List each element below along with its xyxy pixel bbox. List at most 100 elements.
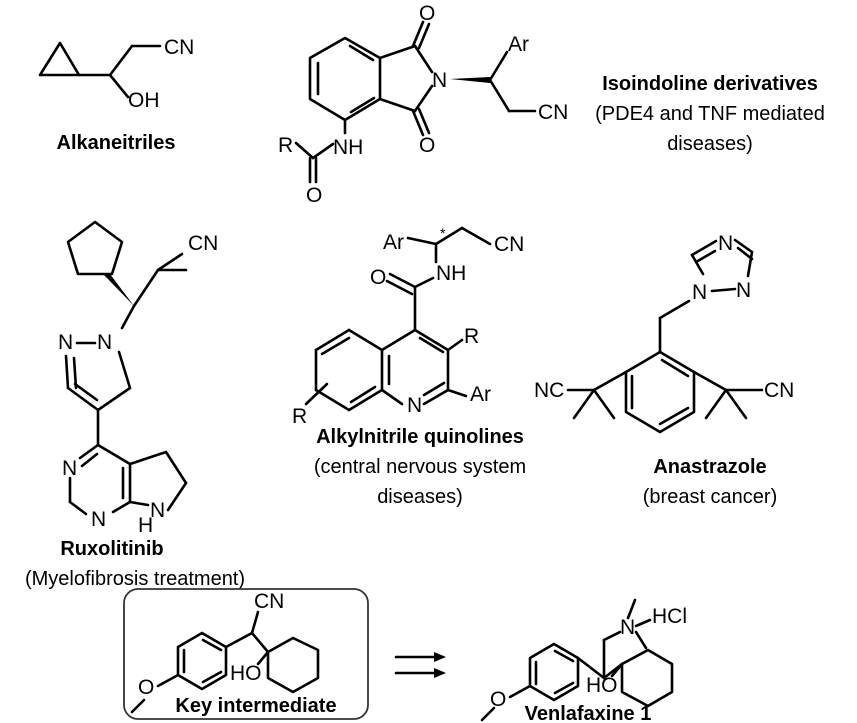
bond <box>166 481 188 512</box>
bond <box>592 388 616 420</box>
atom-label-r: R <box>292 405 307 428</box>
carbonyl-bond <box>417 22 431 50</box>
stereocenter-marker: * <box>440 225 446 241</box>
isoindoline-subtitle-2: diseases) <box>667 133 753 155</box>
methyl-bond <box>634 630 648 650</box>
atom-label-cn: CN <box>764 379 794 402</box>
bond <box>378 97 417 113</box>
ruxolitinib-structure: CN N N N N N H <box>58 220 218 537</box>
bond <box>130 698 146 714</box>
atom-label-n: N <box>620 616 635 639</box>
atom-label-n: N <box>58 331 73 354</box>
atom-label-ar: Ar <box>383 231 404 254</box>
atom-label-n: N <box>407 394 422 417</box>
bond <box>380 388 404 406</box>
atom-label-cn: CN <box>254 590 284 613</box>
bond <box>64 354 70 390</box>
bond <box>68 500 88 516</box>
anastrazole-structure: N N N CN NC <box>534 232 794 434</box>
atom-label-o: O <box>138 676 154 699</box>
double-bond <box>201 670 223 684</box>
atom-label-n: N <box>91 508 106 531</box>
bond <box>733 238 754 254</box>
bond <box>347 388 384 412</box>
atom-label-oh: OH <box>128 89 160 112</box>
atom-label-cn: CN <box>164 36 194 59</box>
carbonyl-bond <box>417 107 431 135</box>
bond <box>78 443 100 460</box>
atom-label-cn: CN <box>538 101 568 124</box>
bond <box>156 252 184 272</box>
atom-label-o: O <box>306 184 322 207</box>
double-bond <box>349 96 376 114</box>
atom-label-o: O <box>490 688 506 711</box>
bond <box>96 443 132 466</box>
bond <box>480 706 496 722</box>
venlafaxine-structure: N HCl O HO <box>480 598 687 722</box>
atom-label-n: N <box>692 281 707 304</box>
cyclohexane-ring <box>266 636 320 694</box>
bond <box>508 684 532 699</box>
atom-label-o: O <box>419 2 435 25</box>
bond <box>446 388 468 398</box>
atom-label-n: N <box>97 331 112 354</box>
key-intermediate-title: Key intermediate <box>175 695 336 717</box>
bond <box>576 656 606 680</box>
double-bond <box>201 638 223 652</box>
atom-label-hcl: HCl <box>652 605 687 628</box>
bond <box>347 328 384 352</box>
wedge-bond <box>450 77 490 83</box>
double-bond <box>80 452 99 468</box>
bond <box>120 304 136 330</box>
ruxolitinib-subtitle: (Myelofibrosis treatment) <box>25 568 245 590</box>
isoindoline-title: Isoindoline derivatives <box>602 73 818 95</box>
bond <box>108 73 130 99</box>
cyclopentane-ring <box>66 220 124 276</box>
bond <box>422 388 450 406</box>
double-bond <box>72 356 78 390</box>
double-bond <box>553 681 575 695</box>
bond <box>413 44 434 74</box>
bond <box>704 388 728 420</box>
double-bond <box>349 385 377 404</box>
alkanenitrile-structure: CN OH <box>38 36 194 112</box>
atom-label-cn: CN <box>494 233 524 256</box>
double-bond <box>553 649 575 663</box>
bond <box>406 236 438 246</box>
atom-label-ar: Ar <box>508 33 529 56</box>
cyclohexane-ring <box>620 648 674 708</box>
alkanenitriles-title: Alkaneitriles <box>57 132 176 154</box>
atom-label-nh: NH <box>333 136 363 159</box>
bond <box>164 450 188 485</box>
bond <box>132 268 160 308</box>
carbonyl-bond <box>388 272 417 289</box>
atom-label-nc: NC <box>534 379 564 402</box>
bond <box>592 370 628 392</box>
bond <box>111 500 132 514</box>
atom-label-ar: Ar <box>470 383 491 406</box>
double-bond <box>320 336 351 356</box>
bond <box>128 500 150 507</box>
atom-label-h: H <box>138 514 153 537</box>
carbonyl-bond <box>411 109 425 137</box>
methyl-bond <box>626 598 637 620</box>
arrow-head <box>434 668 446 678</box>
quinolines-title: Alkylnitrile quinolines <box>316 426 524 448</box>
arrow-head <box>434 652 446 662</box>
atom-label-n: N <box>62 457 77 480</box>
bond <box>488 78 511 113</box>
bond <box>156 673 180 688</box>
bond <box>378 44 417 60</box>
bond <box>224 631 254 649</box>
bond <box>413 84 434 113</box>
double-bond <box>73 382 99 402</box>
bond <box>380 328 417 352</box>
venlafaxine-title: Venlafaxine 1 <box>525 703 652 723</box>
bond <box>710 287 737 293</box>
atom-label-nh: NH <box>436 262 466 285</box>
atom-label-n: N <box>736 279 751 302</box>
carbonyl-bond <box>411 20 425 48</box>
bond <box>413 328 450 352</box>
double-bond <box>736 246 754 261</box>
